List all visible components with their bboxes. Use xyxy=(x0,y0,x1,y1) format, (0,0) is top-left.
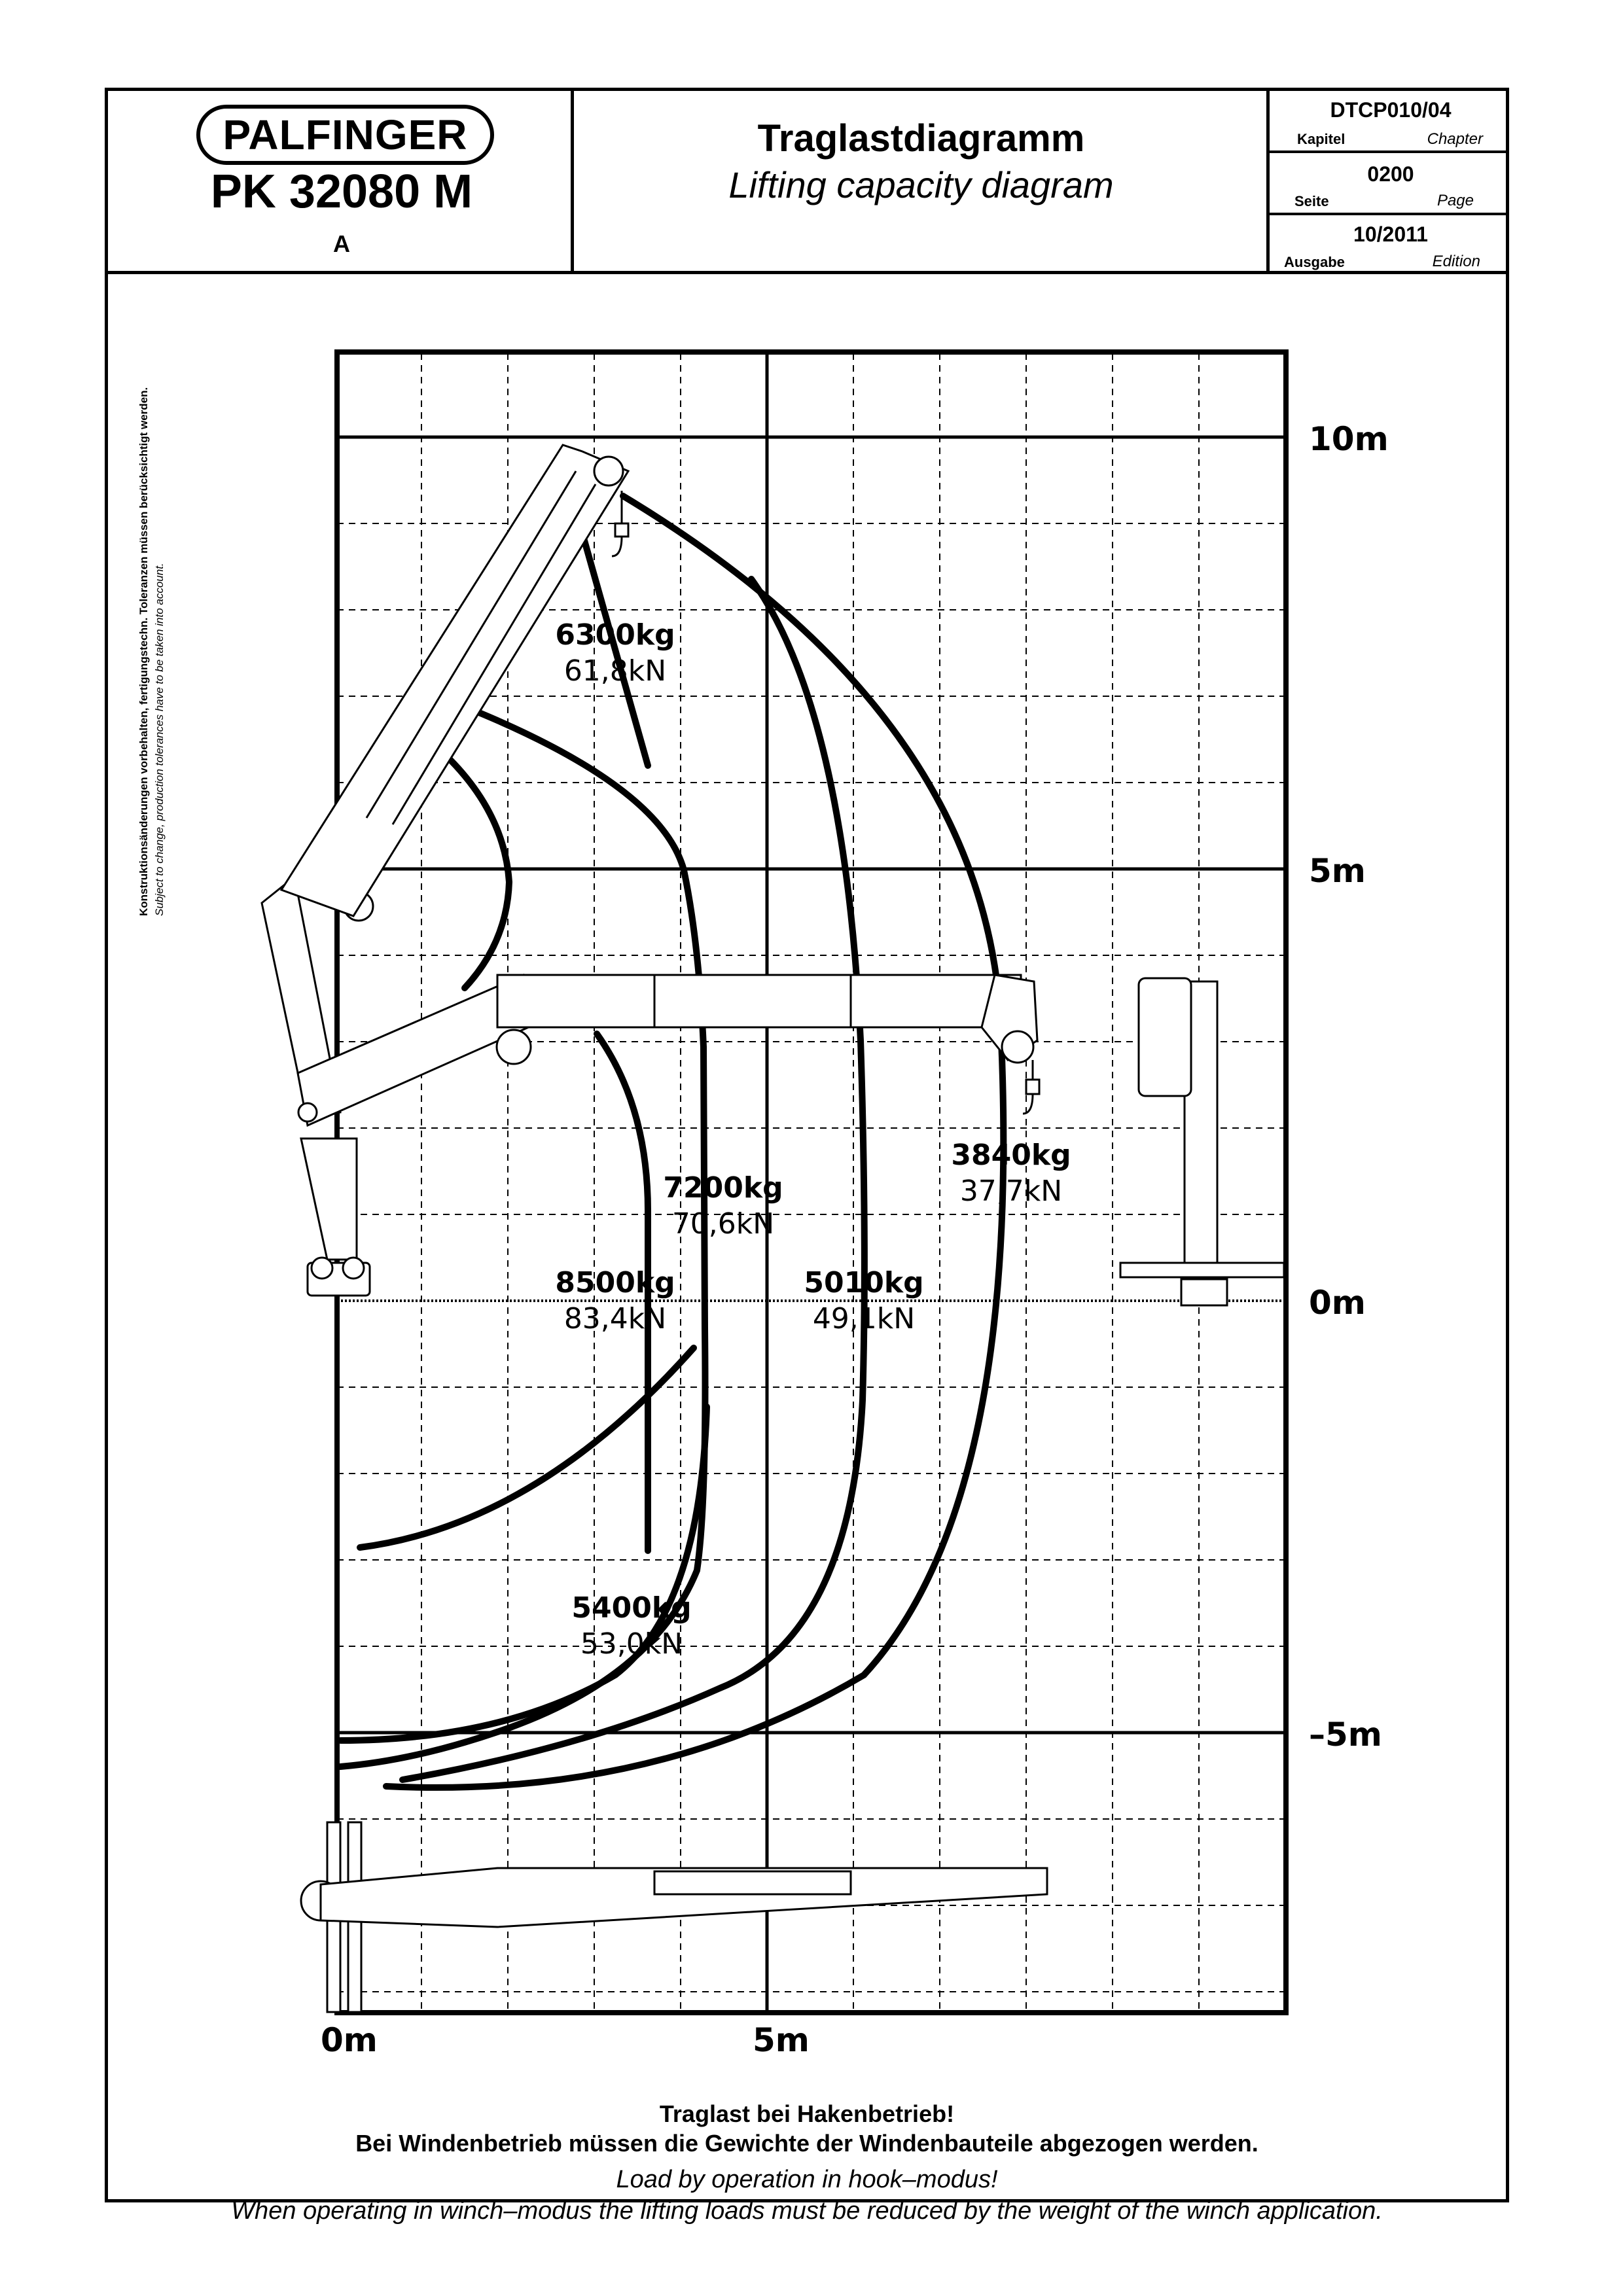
label-8500kn: 83,4kN xyxy=(564,1302,666,1335)
top-boom-segment xyxy=(653,1870,852,1896)
model-name: PK 32080 M xyxy=(210,166,473,218)
label-5400kn: 53,0kN xyxy=(580,1627,683,1661)
front-head xyxy=(1137,977,1192,1097)
y-label-0m: 0m xyxy=(1309,1284,1366,1322)
load-labels: 6300kg 61,8kN 7200kg 70,6kN 3840kg 37,7k… xyxy=(555,618,1071,1661)
edition-value: 10/2011 xyxy=(1353,222,1428,246)
curve-3840kg xyxy=(383,493,1007,1791)
outer-boom-segment xyxy=(653,974,852,1029)
crane-column xyxy=(300,1137,358,1261)
curve-6300kg xyxy=(594,1031,651,1397)
curve-5400kg xyxy=(573,507,651,769)
hook-icon-bottom xyxy=(1022,1060,1041,1115)
header-divider xyxy=(105,271,1509,274)
title-english: Lifting capacity diagram xyxy=(728,164,1114,205)
column-joint-left xyxy=(310,1256,334,1280)
footer-en-line1: Load by operation in hook–modus! xyxy=(616,2166,998,2193)
x-label-5m: 5m xyxy=(753,2021,810,2059)
curve-8500kg xyxy=(429,739,513,991)
brand-logo: PALFINGER xyxy=(196,105,494,165)
label-3840kg: 3840kg xyxy=(951,1139,1071,1172)
footer-en-line2: When operating in winch–modus the liftin… xyxy=(231,2197,1383,2225)
chapter-label-de: Kapitel xyxy=(1297,131,1346,147)
header-col-divider-1 xyxy=(571,88,574,272)
main-boom-joint xyxy=(297,1102,318,1123)
label-5400kg: 5400kg xyxy=(571,1591,691,1625)
jib-tip xyxy=(593,455,624,487)
x-label-0m: 0m xyxy=(321,2021,378,2059)
meta-divider-1 xyxy=(1266,150,1509,153)
outer-boom-joint xyxy=(495,1029,532,1065)
label-7200kg: 7200kg xyxy=(663,1171,783,1205)
crane-front-view xyxy=(1119,977,1285,1307)
footer-de-line1: Traglast bei Hakenbetrieb! xyxy=(659,2100,955,2127)
curve-inner-hook xyxy=(357,1345,697,1551)
y-label-10m: 10m xyxy=(1309,420,1389,458)
label-3840kn: 37,7kN xyxy=(960,1174,1062,1208)
label-8500kg: 8500kg xyxy=(555,1266,675,1299)
page-frame xyxy=(105,88,1509,2202)
hook-icons xyxy=(611,491,1041,1115)
chapter-value: DTCP010/04 xyxy=(1330,98,1452,122)
tip-joint xyxy=(1001,1030,1035,1064)
curve-inner-bottom xyxy=(337,1404,710,1744)
label-6300kn: 61,8kN xyxy=(564,654,666,688)
y-label-5m: 5m xyxy=(1309,852,1366,890)
page-label-de: Seite xyxy=(1294,193,1329,209)
page-label-en: Page xyxy=(1436,192,1474,209)
jib-extension-inner xyxy=(365,470,577,819)
crane-top-view xyxy=(300,1821,1048,2013)
edition-label-de: Ausgabe xyxy=(1284,254,1345,270)
edition-label-en: Edition xyxy=(1432,253,1480,270)
jib-extension-outer xyxy=(391,484,597,825)
y-label-neg5m: –5m xyxy=(1309,1716,1382,1754)
load-curves xyxy=(337,493,1007,1791)
chapter-label-en: Chapter xyxy=(1427,130,1483,148)
top-boom xyxy=(319,1867,1048,1928)
footer-de-line2: Bei Windenbetrieb müssen die Gewichte de… xyxy=(355,2130,1258,2157)
label-5010kg: 5010kg xyxy=(804,1266,923,1299)
column-joint-right xyxy=(342,1256,365,1280)
front-leg-bar xyxy=(1119,1262,1285,1279)
hook-icon-top xyxy=(611,491,630,557)
page-value: 0200 xyxy=(1367,162,1414,186)
major-grid xyxy=(337,353,1285,2012)
title-german: Traglastdiagramm xyxy=(757,117,1085,160)
meta-divider-2 xyxy=(1266,213,1509,215)
label-7200kn: 70,6kN xyxy=(672,1207,774,1241)
label-6300kg: 6300kg xyxy=(555,618,675,652)
header-col-divider-2 xyxy=(1266,88,1270,272)
model-variant: A xyxy=(333,230,350,257)
front-base xyxy=(1180,1278,1228,1307)
brand-logo-text: PALFINGER xyxy=(223,111,468,158)
label-5010kn: 49,1kN xyxy=(813,1302,915,1335)
grid-horizontal xyxy=(337,523,1285,1992)
curve-5010kg xyxy=(399,576,868,1783)
crane-side-view xyxy=(260,444,1039,1297)
